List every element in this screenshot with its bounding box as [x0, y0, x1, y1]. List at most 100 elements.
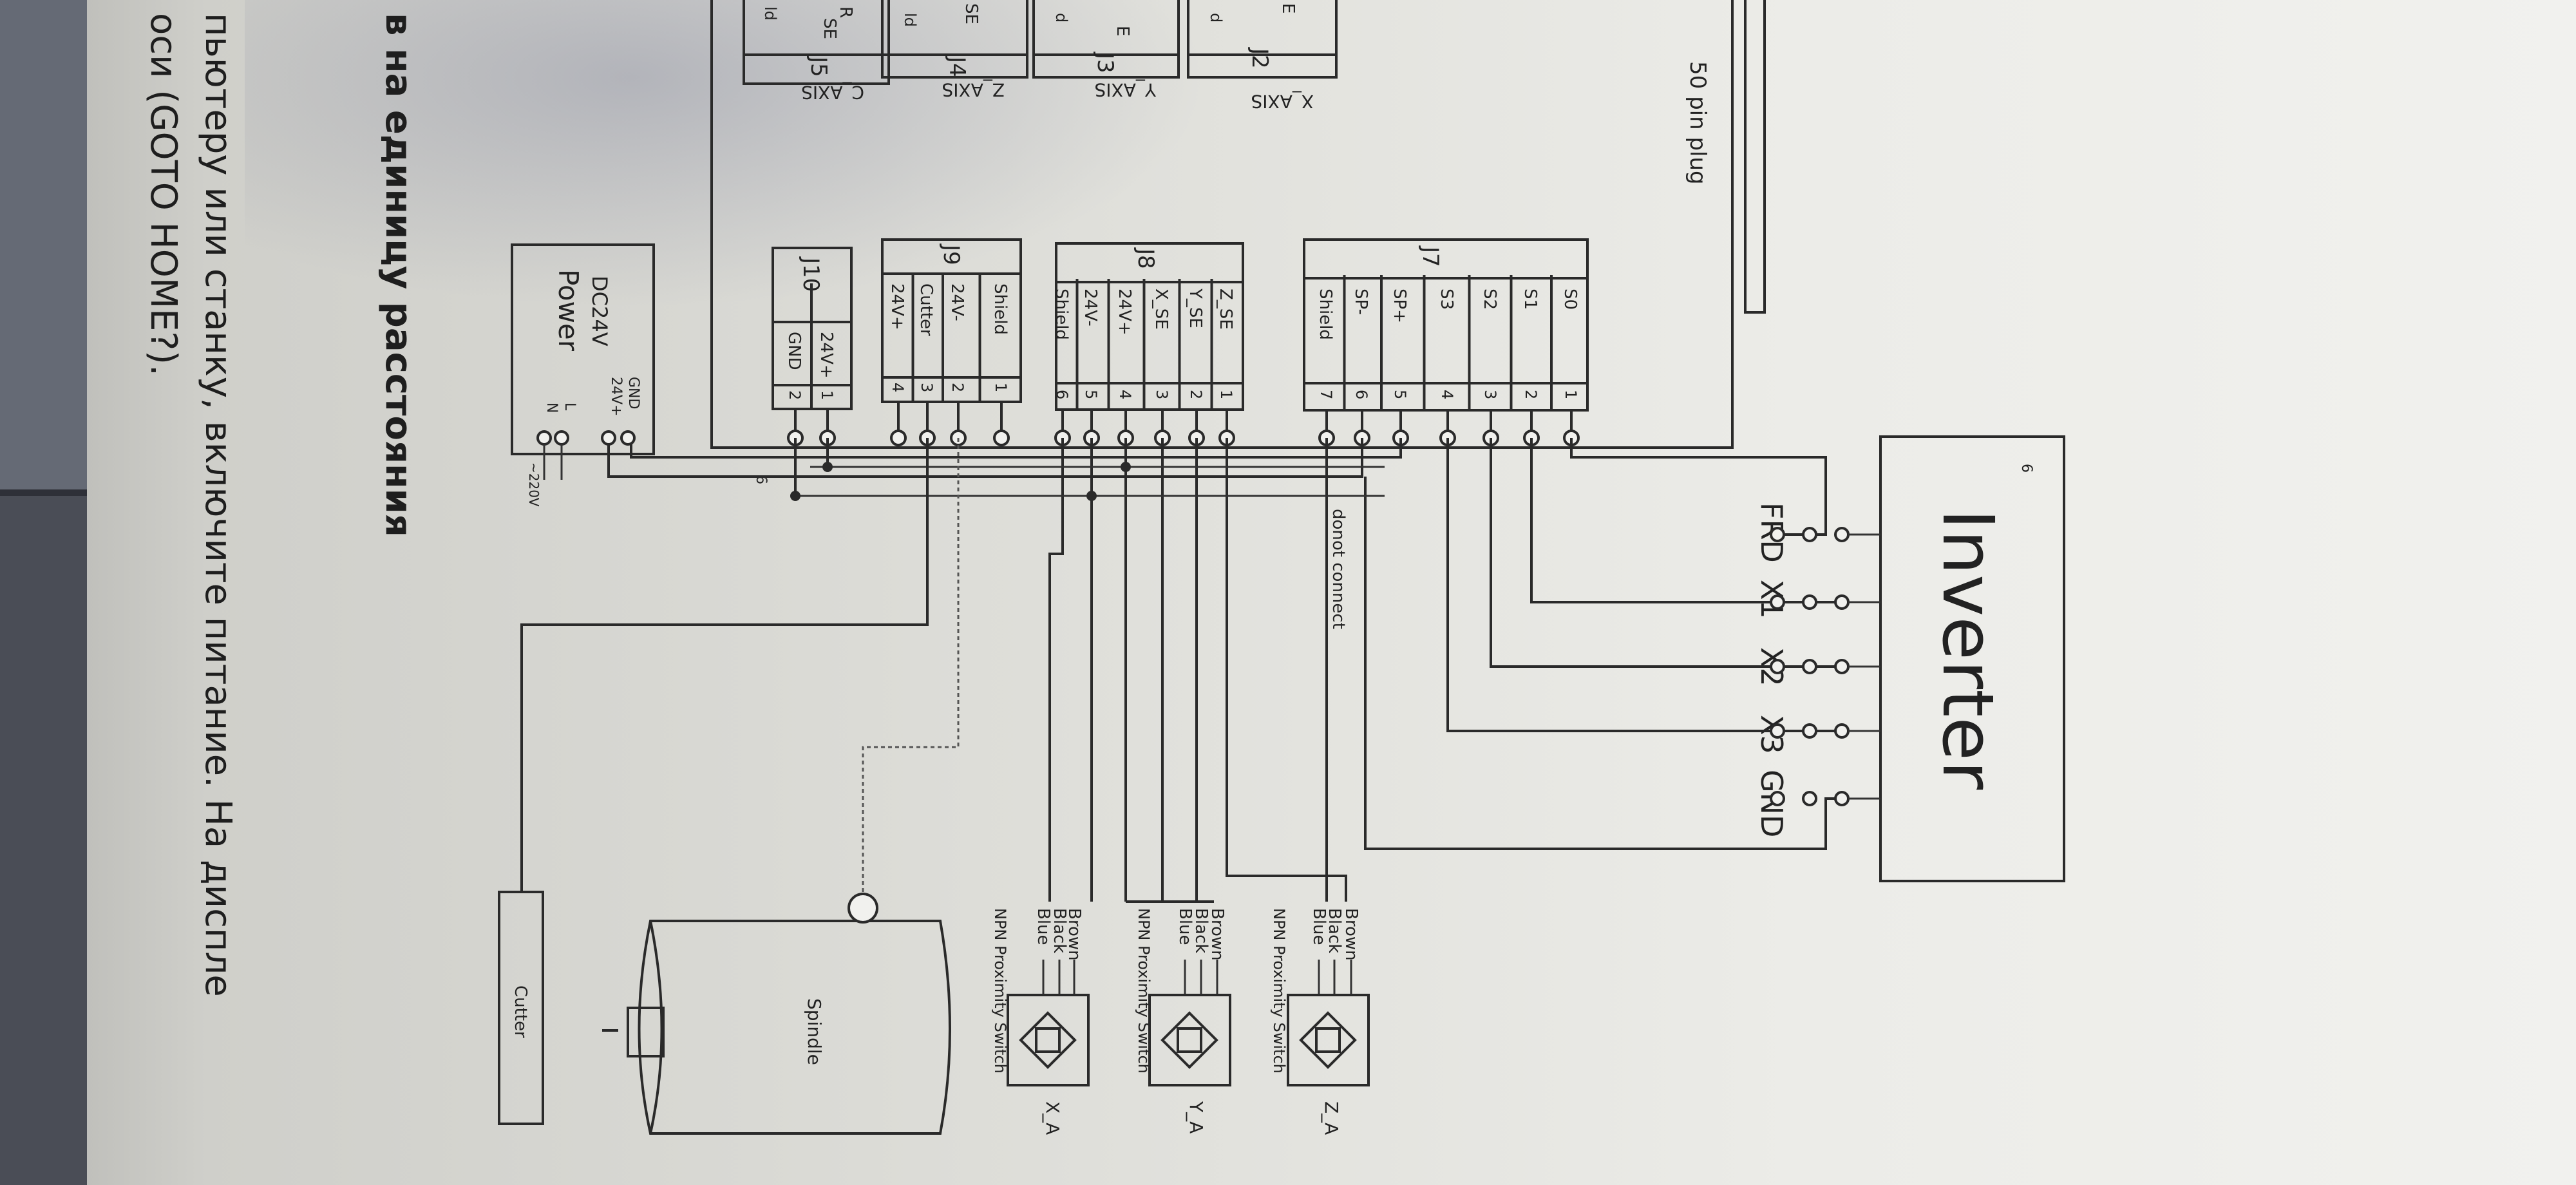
j7-pin-1-num: 1 — [1562, 390, 1580, 399]
connector-j8-title: J8 — [1133, 247, 1159, 269]
axis-block-z-name: Z_AXIS — [942, 79, 1005, 100]
axis-block-x-frame — [1187, 0, 1338, 79]
shadow — [245, 0, 1211, 309]
axis-block-c-name: C_AXIS — [801, 82, 864, 103]
sensor-3-symbol — [1019, 1011, 1077, 1069]
wire-gnd — [1364, 477, 1842, 850]
sensor-2-symbol — [1160, 1011, 1218, 1069]
j9-pin-2-num: 2 — [949, 383, 967, 392]
sensor-1-wire-1: Brown — [1341, 908, 1361, 961]
axis-block-x-row1: E — [1278, 3, 1298, 14]
board-outline — [710, 0, 1734, 449]
j7-pin-1-label: S0 — [1560, 289, 1580, 310]
connector-j7-title: J7 — [1417, 245, 1443, 267]
wire-z-se — [1226, 438, 1347, 902]
power-supply: Power DC24V GND 24V+ L N ~220V — [511, 243, 655, 507]
axis-block-z-row1: SE — [961, 3, 981, 24]
j8-pin-5-num: 5 — [1082, 390, 1100, 399]
sensor-2-wire-1: Brown — [1208, 908, 1227, 961]
connector-j9-title: J9 — [938, 243, 964, 265]
inverter-terminal-2-2 — [1802, 594, 1817, 610]
inverter-terminal-1-1 — [1770, 527, 1785, 542]
j8-pin-6-label: Shield — [1052, 289, 1071, 340]
spindle-body — [638, 920, 951, 1135]
sensor-3-wire-3: Blue — [1034, 908, 1053, 945]
connector-j9-frame — [881, 238, 1022, 403]
spindle: Spindle — [602, 893, 951, 1135]
sensor-1-wire-3: Blue — [1309, 908, 1329, 945]
power-supply-frame — [511, 243, 655, 455]
axis-block-y-conn: J3 — [1092, 52, 1118, 73]
donot-connect-label: donot connect — [1329, 509, 1348, 629]
j9-pin-3-num: 3 — [918, 383, 936, 392]
j7-pin-2-num: 2 — [1522, 390, 1540, 399]
j8-pin-4-num: 4 — [1116, 390, 1134, 399]
j7-pin-7-label: Shield — [1316, 289, 1335, 340]
binder-cover — [0, 0, 87, 1185]
wire-s1-x1 — [1530, 438, 1842, 603]
power-term-gnd: GND — [625, 377, 641, 409]
sensor-2-wire-2: Black — [1191, 908, 1211, 953]
power-subtitle: DC24V — [587, 276, 612, 346]
sensor-3-label: NPN Proximity Switch — [991, 908, 1009, 1074]
j7-pin-6-label: SP- — [1351, 289, 1370, 315]
j8-pin-1-num: 1 — [1217, 390, 1235, 399]
inverter-terminal-3-3 — [1834, 659, 1850, 674]
axis-block-y-frame — [1032, 0, 1180, 79]
axis-block-z: SE ld J4 Z_AXIS — [881, 0, 1028, 100]
inverter-title: Inverter — [1927, 509, 2009, 790]
power-ac-label: ~220V — [526, 462, 542, 507]
sensor-3-wire-1: Brown — [1065, 908, 1084, 961]
axis-block-c-frame — [743, 0, 890, 85]
j9-pin-1-label: Shield — [990, 283, 1010, 335]
j7-pin-5-num: 5 — [1391, 390, 1409, 399]
j9-pin-1-num: 1 — [992, 383, 1010, 392]
axis-block-x-name: X_AXIS — [1251, 91, 1314, 112]
j10-pin-1-label: 24V+ — [817, 332, 836, 379]
j8-pin-1-label: Z_SE — [1216, 289, 1235, 330]
inverter-terminal-3-2 — [1802, 659, 1817, 674]
power-title: Power — [553, 269, 584, 352]
wire-cutter — [520, 438, 929, 892]
wire-sp-minus — [607, 438, 1363, 478]
sensor-2-axis: Y_A — [1186, 1101, 1207, 1133]
connector-j8-frame — [1055, 242, 1244, 411]
connector-j7-frame — [1303, 238, 1589, 412]
inverter-terminal-3-1 — [1770, 659, 1785, 674]
inverter-terminal-5-3 — [1834, 791, 1850, 806]
sensor-3-axis: X_A — [1042, 1101, 1063, 1135]
axis-block-y-row1: E — [1113, 26, 1132, 36]
sensor-1-symbol — [1299, 1011, 1357, 1069]
wire-s2-x2 — [1490, 438, 1842, 668]
j10-pin-1-num: 1 — [818, 390, 836, 400]
spindle-label: Spindle — [804, 998, 825, 1065]
inverter-frame — [1879, 435, 2065, 882]
sensor-1-body — [1287, 994, 1370, 1086]
wire-s3-x3 — [1446, 438, 1842, 732]
wire-24v-plus — [1124, 438, 1214, 903]
j7-pin-2-label: S1 — [1520, 289, 1540, 310]
j9-terminal-4 — [890, 430, 907, 446]
j7-pin-6-num: 6 — [1352, 390, 1370, 399]
sensor-3-wire-2: Black — [1050, 908, 1069, 953]
cutter-label: Cutter — [511, 985, 530, 1038]
inverter-terminal-5-2 — [1802, 791, 1817, 806]
j7-pin-5-label: SP+ — [1390, 289, 1409, 323]
j9-pin-4-label: 24V+ — [887, 283, 907, 330]
j7-pin-3-label: S2 — [1480, 289, 1499, 310]
binder-edge — [0, 0, 87, 496]
sensor-2-body — [1148, 994, 1231, 1086]
inverter-terminal-4-3 — [1834, 723, 1850, 739]
axis-block-c-row3: ld — [761, 6, 779, 21]
power-term-l: L — [562, 403, 578, 411]
j8-pin-6-num: 6 — [1053, 390, 1071, 399]
axis-block-x-conn: J2 — [1247, 47, 1273, 69]
sensor-2-wire-3: Blue — [1175, 908, 1195, 945]
j7-pin-7-num: 7 — [1317, 390, 1335, 399]
j9-pin-2-label: 24V- — [947, 283, 967, 321]
